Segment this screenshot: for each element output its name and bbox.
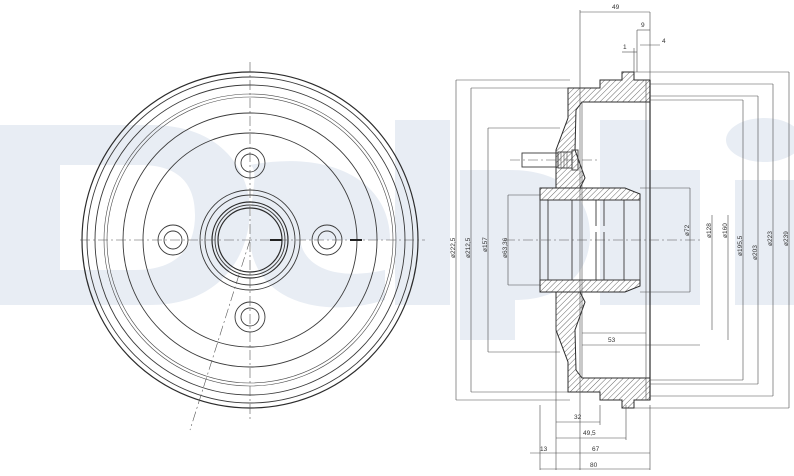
dim-dia-157: ø157 [482, 237, 489, 252]
dim-dia-223: ø223 [767, 231, 774, 246]
dim-dia-195-5: ø195,5 [737, 235, 744, 256]
dim-4: 4 [662, 38, 666, 45]
dim-dia-128: ø128 [706, 223, 713, 238]
dim-67: 67 [592, 446, 600, 453]
dim-49-5: 49,5 [583, 430, 596, 437]
dim-49: 49 [612, 4, 620, 11]
section-view: 49 9 4 1 ø222,5 ø212,5 ø157 ø63,36 ø72 [450, 4, 790, 470]
dim-dia-72: ø72 [684, 224, 691, 236]
dim-80: 80 [590, 462, 598, 469]
dim-dia-160: ø160 [722, 223, 729, 238]
dim-9: 9 [641, 22, 645, 29]
dim-32: 32 [574, 414, 582, 421]
dim-dia-203: ø203 [752, 245, 759, 260]
dim-13: 13 [540, 446, 548, 453]
dim-dia-63-36: ø63,36 [502, 237, 509, 258]
dim-dia-239: ø239 [783, 231, 790, 246]
dim-dia-222-5: ø222,5 [450, 237, 457, 258]
dim-53: 53 [608, 337, 616, 344]
dim-dia-212-5: ø212,5 [465, 237, 472, 258]
dim-1: 1 [623, 44, 627, 51]
front-view [80, 62, 425, 431]
